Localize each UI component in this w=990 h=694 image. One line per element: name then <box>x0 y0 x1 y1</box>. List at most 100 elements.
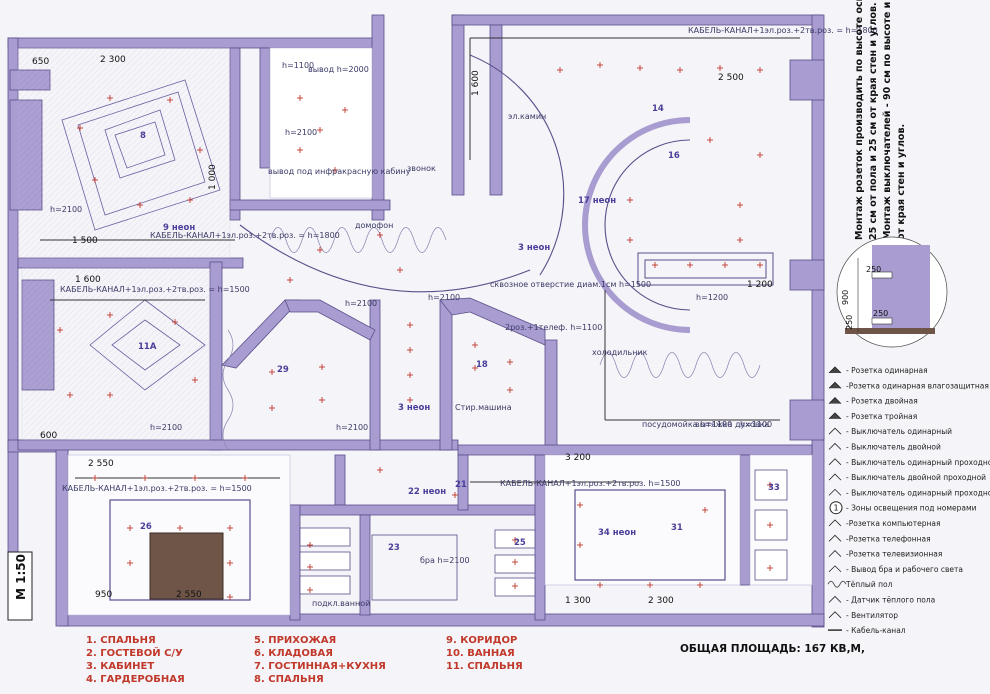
label-fireplace: эл.камин <box>508 112 546 121</box>
legend: - Розетка одинарная-Розетка одинарная вл… <box>827 366 990 635</box>
legend-icon-12 <box>828 550 842 557</box>
ceiling-light-marker <box>317 127 323 133</box>
ceiling-light-marker <box>512 559 518 565</box>
legend-icon-13 <box>828 565 842 573</box>
ceiling-light-marker <box>107 312 113 318</box>
ceiling-light-marker <box>307 564 313 570</box>
neon-labels: 9 неон 3 неон 17 неон 3 неон 22 неон 34 … <box>163 196 636 538</box>
room-2: 2. ГОСТЕВОЙ С/У <box>86 646 183 659</box>
ceiling-light-marker <box>227 594 233 600</box>
label-sconce-h2100: бра h=2100 <box>420 556 470 565</box>
ceiling-light-marker <box>77 125 83 131</box>
dimension-labels: 650 2 300 1 600 2 500 1 000 1 500 1 600 … <box>32 55 773 606</box>
ceiling-light-marker <box>172 319 178 325</box>
ceiling-light-marker <box>192 475 198 481</box>
ceiling-light-marker <box>507 359 513 365</box>
legend-label-12: -Розетка телевизионная <box>846 550 942 559</box>
legend-icon-5 <box>828 442 842 450</box>
plan-annotations: КАБЕЛЬ-КАНАЛ+1эл.роз.+2тв.роз. = h=1800 … <box>50 26 878 608</box>
detail-dim-250-left: 250 <box>845 315 854 330</box>
ceiling-light-marker <box>512 537 518 543</box>
neon-34: 34 неон <box>598 528 636 538</box>
ceiling-light-marker <box>92 475 98 481</box>
ceiling-light-marker <box>227 525 233 531</box>
ceiling-light-marker <box>577 542 583 548</box>
dim-1600-vertical: 1 600 <box>471 70 481 96</box>
ceiling-light-marker <box>319 397 325 403</box>
ceiling-light-marker <box>637 65 643 71</box>
legend-icon-16 <box>828 611 842 619</box>
legend-label-5: - Выключатель двойной <box>846 443 941 452</box>
zone-16: 16 <box>668 151 680 161</box>
cable-label-living: КАБЕЛЬ-КАНАЛ+1эл.роз.+2тв.роз. h=1500 <box>500 479 681 488</box>
note-line-1: Монтаж розеток производить по высоте оси <box>854 0 865 240</box>
label-output-h2000: вывод h=2000 <box>308 65 369 74</box>
zone-26: 26 <box>140 522 152 532</box>
label-sockets-phone: 2роз.+1телеф. h=1100 <box>505 323 602 332</box>
dim-1500: 1 500 <box>72 236 98 246</box>
neon-17: 17 неон <box>578 196 616 206</box>
ceiling-light-marker <box>227 560 233 566</box>
bed <box>149 532 224 600</box>
ceiling-light-marker <box>767 522 773 528</box>
neon-22: 22 неон <box>408 487 446 497</box>
scale-label: М 1:50 <box>14 554 28 600</box>
legend-icon-14 <box>827 580 847 588</box>
neon-3-corridor: 3 неон <box>398 403 430 413</box>
ceiling-light-marker <box>722 262 728 268</box>
ceiling-light-marker <box>287 277 293 283</box>
ceiling-light-marker <box>377 232 383 238</box>
scale-box: М 1:50 <box>7 551 33 621</box>
zone-14: 14 <box>652 104 664 114</box>
dim-3200: 3 200 <box>565 453 591 463</box>
dim-600: 600 <box>40 431 57 441</box>
label-infrared-cabin: вывод под инфракрасную кабину <box>268 167 411 176</box>
ceiling-pattern-bedroom <box>61 79 221 231</box>
label-bath-connection: подкл.ванной <box>312 599 370 608</box>
legend-icon-2 <box>828 397 842 404</box>
ceiling-light-marker <box>737 237 743 243</box>
cable-label-room-11: КАБЕЛЬ-КАНАЛ+1эл.роз.+2тв.роз. = h=1500 <box>60 285 250 294</box>
zone-18: 18 <box>476 360 488 370</box>
room-1: 1. СПАЛЬНЯ <box>86 635 156 646</box>
ceiling-light-marker <box>407 322 413 328</box>
ceiling-light-marker <box>197 147 203 153</box>
room-9: 9. КОРИДОР <box>446 635 517 646</box>
label-through-hole: сквозное отверстие диам.1см h=1500 <box>490 280 651 289</box>
label-fridge: холодильник <box>592 348 648 357</box>
room-3: 3. КАБИНЕТ <box>86 661 154 672</box>
ceiling-light-marker <box>697 582 703 588</box>
dim-650: 650 <box>32 57 49 67</box>
legend-label-6: - Выключатель одинарный проходной <box>846 458 990 467</box>
label-h1200: h=1200 <box>696 293 728 302</box>
bedroom-8-ceiling <box>109 489 726 601</box>
label-h2100-corridor: h=2100 <box>428 293 460 302</box>
ceiling-light-marker <box>472 365 478 371</box>
label-intercom: домофон <box>355 221 393 230</box>
ceiling-light-marker <box>647 582 653 588</box>
room-8: 8. СПАЛЬНЯ <box>254 674 324 685</box>
ceiling-light-marker <box>757 67 763 73</box>
dim-2550-left: 2 550 <box>88 459 114 469</box>
room-7: 7. ГОСТИННАЯ+КУХНЯ <box>254 661 386 672</box>
zone-23: 23 <box>388 543 400 553</box>
zone-labels: 8 11А 16 14 29 18 26 23 25 33 31 21 <box>138 104 780 553</box>
ceiling-light-marker <box>142 475 148 481</box>
ceiling-light-marker <box>702 507 708 513</box>
ceiling-light-marker <box>187 197 193 203</box>
ceiling-light-marker <box>757 262 763 268</box>
dim-2550-bottom: 2 550 <box>176 590 202 600</box>
dim-950: 950 <box>95 590 112 600</box>
ceiling-light-marker <box>557 67 563 73</box>
ceiling-light-marker <box>297 147 303 153</box>
ceiling-light-marker <box>507 387 513 393</box>
ceiling-light-marker <box>597 62 603 68</box>
light-fixtures <box>57 62 773 600</box>
ceiling-light-marker <box>332 167 338 173</box>
legend-icon-8 <box>828 488 842 496</box>
note-line-4: от края стен и углов. <box>896 124 907 240</box>
label-washing-machine: Стир.машина <box>455 403 512 412</box>
installation-notes: Монтаж розеток производить по высоте оси… <box>854 0 907 240</box>
ceiling-light-marker <box>737 202 743 208</box>
